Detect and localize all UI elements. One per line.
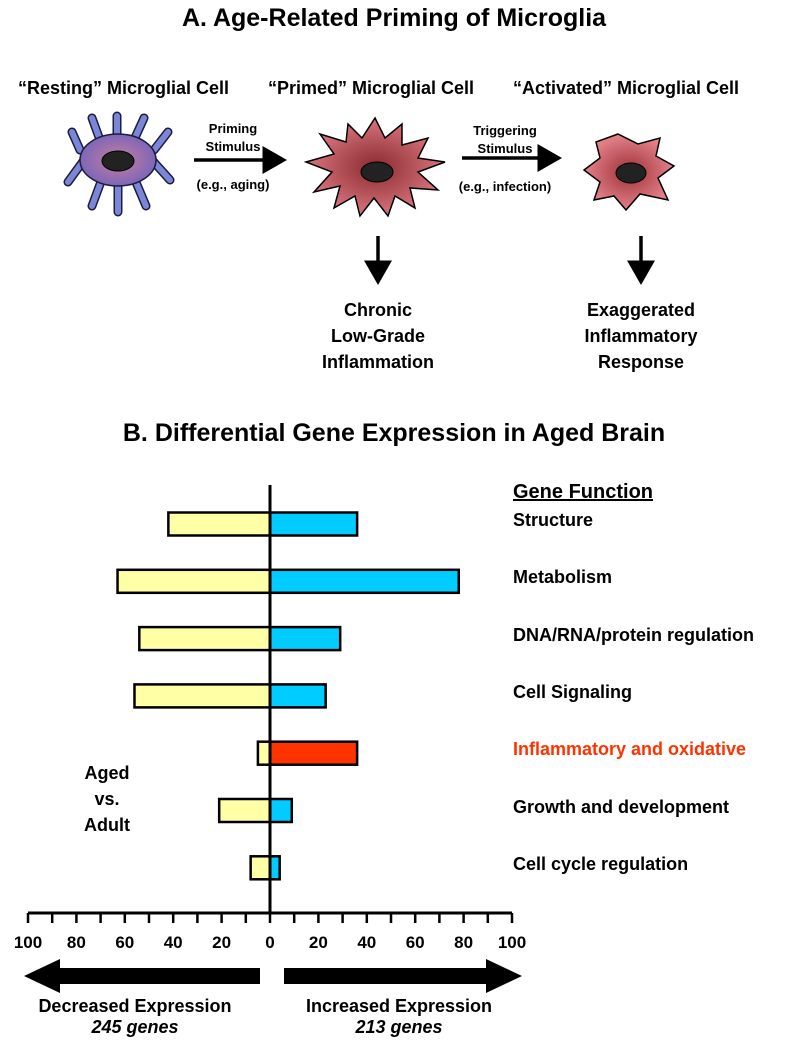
x-tick-label: 100 bbox=[497, 933, 527, 952]
primed-cell-label: “Primed” Microglial Cell bbox=[268, 78, 475, 98]
x-tick-label: 60 bbox=[115, 933, 135, 952]
x-tick-label: 0 bbox=[265, 933, 275, 952]
x-tick-label: 100 bbox=[13, 933, 43, 952]
gene-function-header: Gene Function bbox=[513, 481, 653, 503]
gene-function-label: DNA/RNA/protein regulation bbox=[513, 624, 754, 645]
increased-bar bbox=[268, 625, 342, 652]
decreased-direction-arrow bbox=[24, 959, 260, 993]
x-tick-label: 40 bbox=[163, 933, 183, 952]
gene-function-label: Growth and development bbox=[513, 796, 730, 817]
triggering-stimulus-label: Triggering Stimulus bbox=[473, 123, 537, 156]
increased-expression-label: Increased Expression 213 genes bbox=[284, 996, 514, 1038]
x-tick-label: 40 bbox=[357, 933, 377, 952]
decreased-bar bbox=[116, 568, 272, 595]
decreased-genes-count: 245 genes bbox=[91, 1017, 179, 1037]
triggering-example: (e.g., infection) bbox=[458, 179, 552, 194]
decreased-bar bbox=[217, 797, 272, 824]
aged-vs-adult-label: Aged vs. Adult bbox=[84, 763, 130, 835]
gene-function-label: Structure bbox=[513, 510, 594, 530]
decreased-expression-label: Decreased Expression 245 genes bbox=[20, 996, 250, 1038]
panel-b-title: B. Differential Gene Expression in Aged … bbox=[122, 419, 666, 447]
increased-bar bbox=[268, 740, 359, 766]
outcome-chronic: Chronic Low-Grade Inflammation bbox=[321, 300, 434, 372]
gene-function-label: Inflammatory and oxidative bbox=[513, 739, 747, 760]
priming-example: (e.g., aging) bbox=[196, 177, 270, 192]
activated-cell-label: “Activated” Microglial Cell bbox=[513, 78, 740, 98]
gene-function-label: Cell Signaling bbox=[513, 681, 633, 702]
gene-function-label: Cell cycle regulation bbox=[513, 853, 689, 874]
panel-a-graphics bbox=[63, 111, 676, 285]
panel-a-title: A. Age-Related Priming of Microglia bbox=[181, 4, 607, 32]
priming-stimulus-label: Priming Stimulus bbox=[205, 121, 261, 154]
gene-function-label: Metabolism bbox=[513, 567, 613, 588]
decreased-bar bbox=[256, 740, 272, 766]
increased-genes-count: 213 genes bbox=[355, 1017, 443, 1037]
x-tick-label: 80 bbox=[66, 933, 86, 952]
increased-direction-arrow bbox=[284, 959, 522, 993]
x-tick-label: 60 bbox=[405, 933, 425, 952]
resting-microglia-icon bbox=[63, 111, 175, 217]
primed-microglia-icon bbox=[303, 116, 446, 218]
increased-bar bbox=[268, 568, 461, 595]
resting-cell-label: “Resting” Microglial Cell bbox=[18, 78, 230, 98]
x-tick-label: 20 bbox=[212, 933, 232, 952]
decreased-bar bbox=[133, 683, 272, 709]
increased-bar bbox=[268, 797, 294, 824]
outcome-exaggerated: Exaggerated Inflammatory Response bbox=[584, 300, 698, 372]
x-tick-label: 80 bbox=[454, 933, 474, 952]
decreased-bar bbox=[167, 511, 272, 537]
increased-bar bbox=[268, 683, 327, 709]
activated-microglia-icon bbox=[582, 133, 676, 212]
x-tick-label: 20 bbox=[308, 933, 328, 952]
increased-bar bbox=[268, 511, 359, 537]
decreased-bar bbox=[138, 625, 272, 652]
decreased-bar bbox=[249, 855, 272, 881]
